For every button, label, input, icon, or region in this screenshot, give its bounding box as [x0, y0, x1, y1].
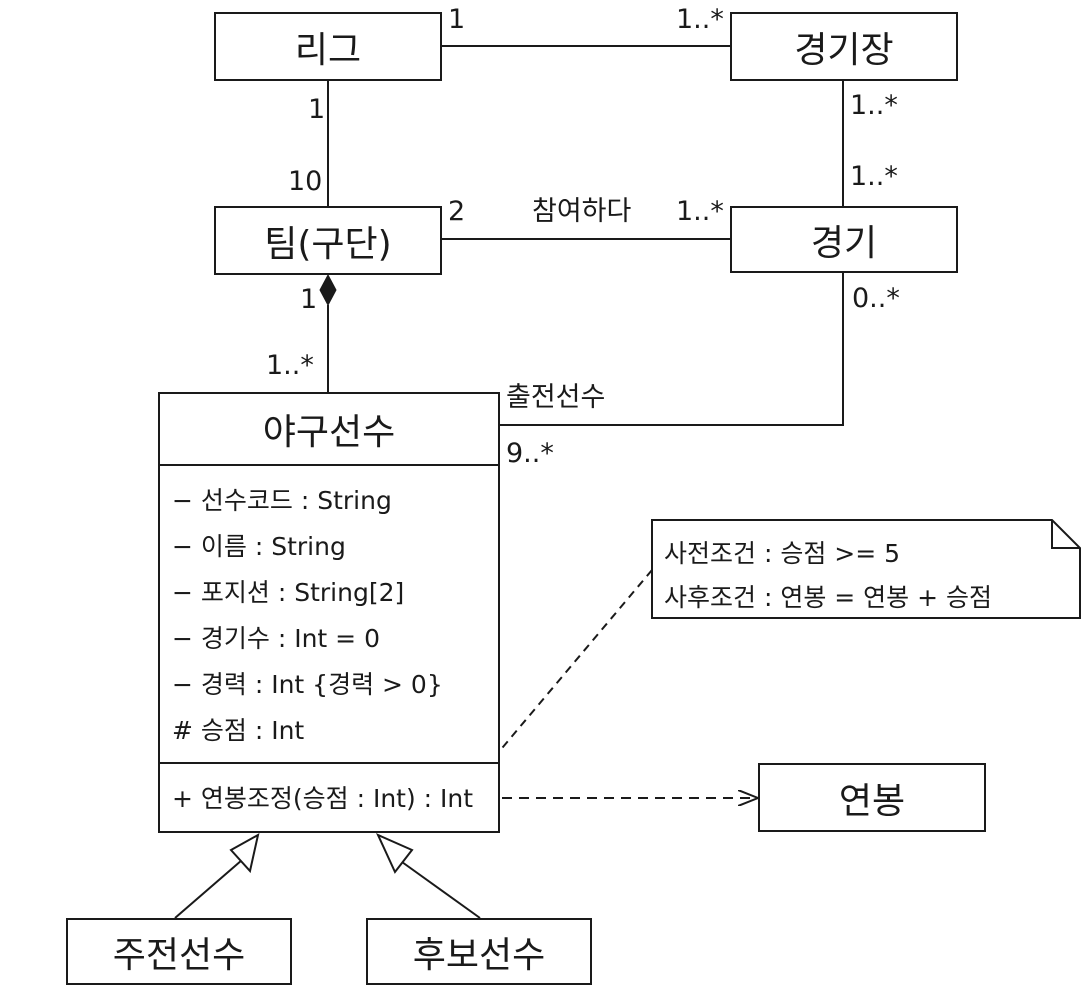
class-game: 경기: [730, 206, 958, 273]
attribute: − 경기수 : Int = 0: [172, 624, 380, 653]
mult-game-player-game: 0..*: [852, 283, 900, 314]
class-player-attributes: − 선수코드 : String − 이름 : String − 포지션 : St…: [160, 466, 498, 764]
generalization-reserve: [401, 861, 481, 919]
mult-stadium-game-game: 1..*: [850, 161, 898, 192]
class-starter: 주전선수: [66, 918, 292, 985]
operation: + 연봉조정(승점 : Int) : Int: [172, 784, 474, 813]
class-team: 팀(구단): [214, 206, 442, 275]
class-player-name: 야구선수: [160, 394, 498, 466]
composition-diamond: [319, 273, 337, 307]
class-player: 야구선수 − 선수코드 : String − 이름 : String − 포지션…: [158, 392, 500, 833]
attribute: # 승점 : Int: [172, 716, 305, 745]
class-league: 리그: [214, 12, 442, 81]
attribute: − 선수코드 : String: [172, 486, 392, 515]
note-fold: [1051, 520, 1080, 549]
assoc-game-player: [500, 273, 844, 426]
note-precondition: 사전조건 : 승점 >= 5: [664, 539, 901, 568]
mult-stadium-game-stadium: 1..*: [850, 90, 898, 121]
mult-league-team-team: 10: [288, 166, 323, 197]
generalization-starter: [174, 859, 243, 919]
class-player-operations: + 연봉조정(승점 : Int) : Int: [160, 764, 498, 822]
class-stadium: 경기장: [730, 12, 958, 81]
mult-team-player-player: 1..*: [266, 350, 314, 381]
mult-league-stadium-league: 1: [448, 4, 466, 35]
class-reserve: 후보선수: [366, 918, 592, 985]
class-salary: 연봉: [758, 763, 986, 832]
constraint-note: 사전조건 : 승점 >= 5 사후조건 : 연봉 = 연봉 + 승점: [652, 520, 1080, 618]
mult-team-player-team: 1: [300, 284, 318, 315]
assoc-label-lineup: 출전선수: [506, 382, 606, 413]
note-shape: [651, 519, 1081, 619]
mult-league-team-league: 1: [308, 94, 326, 125]
mult-league-stadium-stadium: 1..*: [676, 4, 724, 35]
mult-game-player-player: 9..*: [506, 438, 554, 469]
mult-team-game-game: 1..*: [676, 196, 724, 227]
assoc-label-participate: 참여하다: [532, 196, 632, 227]
note-postcondition: 사후조건 : 연봉 = 연봉 + 승점: [664, 583, 992, 612]
generalization-triangle-reserve: [375, 833, 414, 874]
attribute: − 포지션 : String[2]: [172, 578, 405, 607]
note-anchor-line: [459, 569, 653, 799]
attribute: − 경력 : Int {경력 > 0}: [172, 670, 443, 699]
mult-team-game-team: 2: [448, 196, 466, 227]
generalization-triangle-starter: [229, 833, 260, 874]
attribute: − 이름 : String: [172, 532, 346, 561]
